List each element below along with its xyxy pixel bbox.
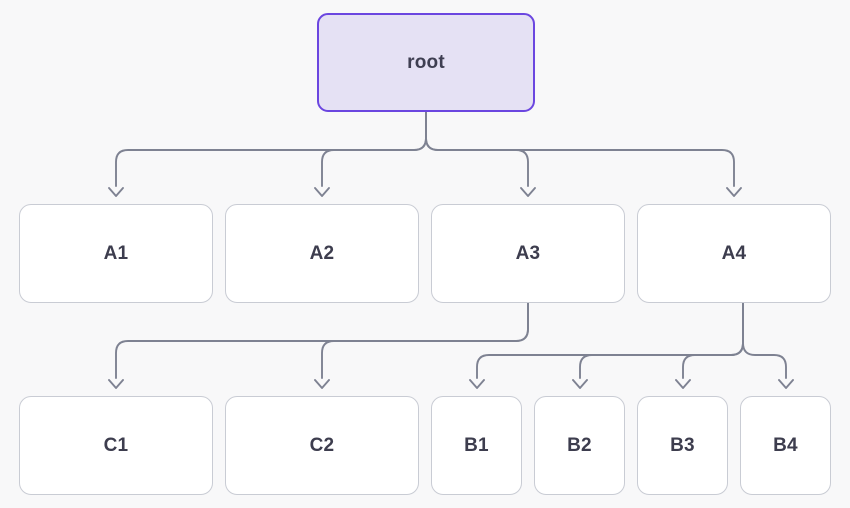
node-b3-label: B3 — [670, 435, 695, 456]
edge-A3-to-C1 — [115, 302, 529, 379]
edge-A4-to-B3 — [682, 302, 744, 379]
arrowhead-A1-icon — [108, 187, 124, 197]
edge-root-to-A4 — [425, 111, 735, 187]
arrowhead-A3-icon — [520, 187, 536, 197]
node-b3[interactable]: B3 — [637, 396, 728, 495]
node-a1[interactable]: A1 — [19, 204, 213, 303]
node-a3[interactable]: A3 — [431, 204, 625, 303]
node-a2-label: A2 — [309, 243, 335, 264]
node-a3-label: A3 — [515, 243, 541, 264]
arrowhead-B2-icon — [572, 379, 588, 389]
edge-root-to-A1 — [115, 111, 427, 187]
edge-A4-to-B2 — [579, 302, 744, 379]
node-b4-label: B4 — [773, 435, 798, 456]
arrowhead-C1-icon — [108, 379, 124, 389]
arrowhead-B4-icon — [778, 379, 794, 389]
node-b4[interactable]: B4 — [740, 396, 831, 495]
arrowhead-A2-icon — [314, 187, 330, 197]
edge-root-to-A3 — [425, 111, 529, 187]
arrowhead-B1-icon — [469, 379, 485, 389]
node-a1-label: A1 — [103, 243, 129, 264]
node-b1-label: B1 — [464, 435, 489, 456]
node-a4-label: A4 — [721, 243, 747, 264]
node-c2[interactable]: C2 — [225, 396, 419, 495]
node-c2-label: C2 — [309, 435, 335, 456]
node-b2[interactable]: B2 — [534, 396, 625, 495]
node-b1[interactable]: B1 — [431, 396, 522, 495]
arrowhead-B3-icon — [675, 379, 691, 389]
node-c1-label: C1 — [103, 435, 129, 456]
arrowhead-A4-icon — [726, 187, 742, 197]
node-c1[interactable]: C1 — [19, 396, 213, 495]
edge-A4-to-B1 — [476, 302, 744, 379]
node-b2-label: B2 — [567, 435, 592, 456]
edge-root-to-A2 — [321, 111, 427, 187]
node-a2[interactable]: A2 — [225, 204, 419, 303]
node-root[interactable]: root — [317, 13, 535, 112]
node-a4[interactable]: A4 — [637, 204, 831, 303]
node-root-label: root — [407, 52, 445, 73]
edge-A3-to-C2 — [321, 302, 529, 379]
arrowhead-C2-icon — [314, 379, 330, 389]
edge-A4-to-B4 — [742, 302, 787, 379]
